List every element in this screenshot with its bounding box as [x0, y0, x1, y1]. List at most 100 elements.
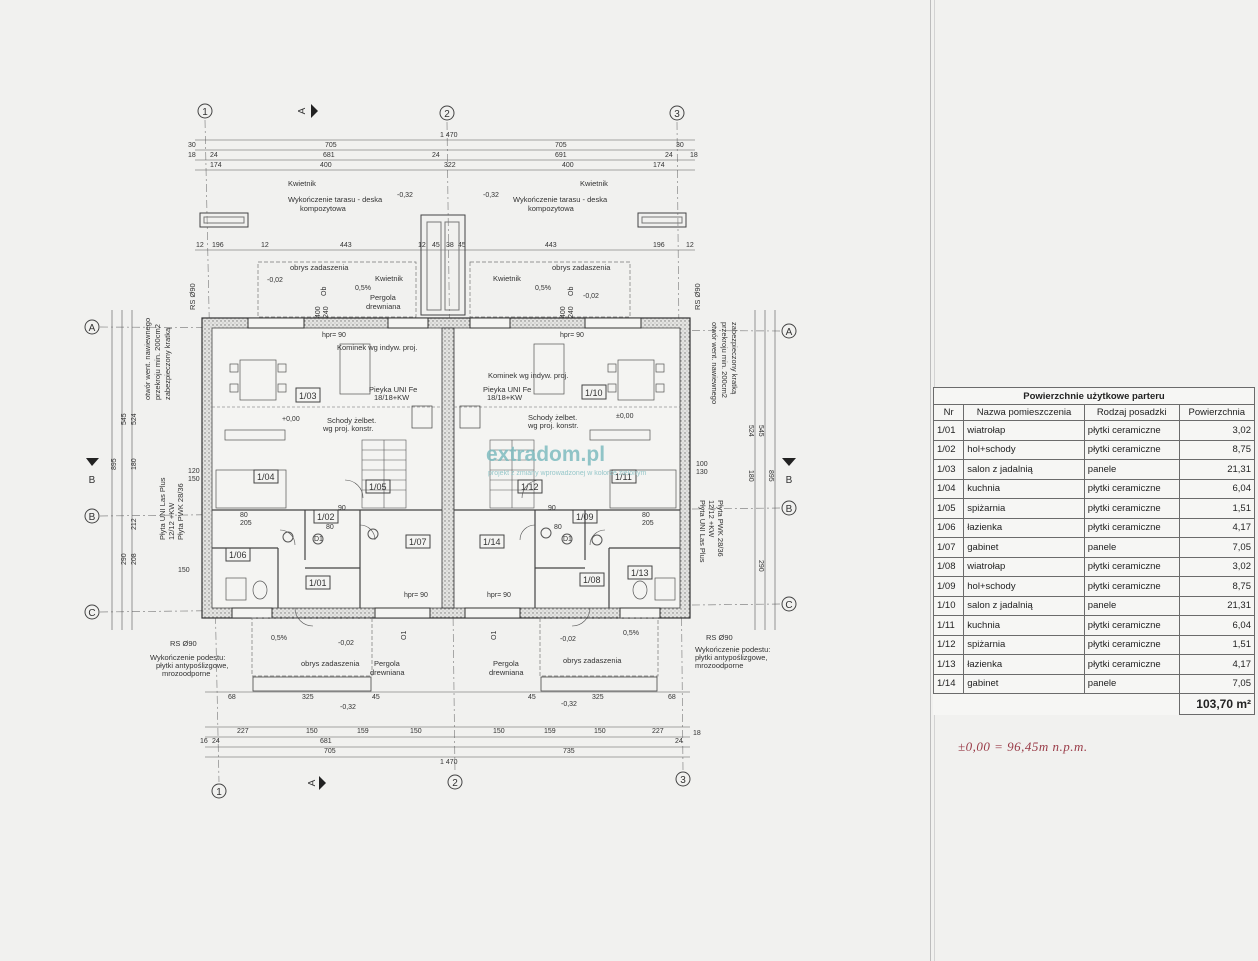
- label-chimney-block: Płyta PWK 28/36: [176, 483, 185, 540]
- floor-type: płytki ceramiczne: [1083, 634, 1180, 655]
- dim-label: 24: [665, 152, 673, 159]
- watermark-logo: extradom.pl: [486, 443, 606, 466]
- elevation-note: ±0,00 = 96,45m n.p.m.: [958, 739, 1088, 754]
- room-number: 1/10: [932, 595, 965, 616]
- label-pergola: Pergola: [493, 659, 520, 668]
- axis-marker-3-bottom: 3: [675, 771, 691, 787]
- axis-label: 3: [680, 775, 686, 786]
- staircase-left: [361, 439, 407, 509]
- label-stairs: wg proj. konstr.: [322, 424, 373, 433]
- window-label: Ob: [568, 287, 575, 296]
- axis-marker-A-left: A: [84, 319, 100, 335]
- axis-label: C: [88, 608, 95, 619]
- section-label: B: [89, 475, 96, 486]
- room-area: 8,75: [1178, 439, 1256, 460]
- dim-label: 159: [357, 728, 369, 735]
- dim-label: 735: [563, 748, 575, 755]
- label-chimney-block: Płyta UNI Las Plus: [698, 500, 707, 563]
- room-number: 1/13: [932, 654, 965, 675]
- dim-label: 174: [210, 162, 222, 169]
- window-label: O1: [401, 631, 408, 640]
- label-canopy-outline: obrys zadaszenia: [301, 659, 360, 668]
- section-marker-A-bottom: A: [307, 776, 326, 790]
- label-terrace-finish: kompozytowa: [528, 204, 575, 213]
- bottom-dimension-lines: [205, 691, 690, 758]
- dim-label: 196: [653, 242, 665, 249]
- room-number: 1/01: [932, 420, 965, 441]
- table-header-cell: Rodzaj posadzki: [1083, 404, 1180, 421]
- label-vent: zabezpieczony kratką: [730, 322, 739, 395]
- window-dim: 240: [323, 306, 330, 318]
- dim-label: 705: [324, 748, 336, 755]
- furniture-dining-right: [607, 359, 665, 401]
- dim-label: 30: [188, 142, 196, 149]
- label-terrace-finish: Wykończenie tarasu - deska: [288, 195, 383, 204]
- room-label-1-03: 1/03: [299, 391, 317, 401]
- label-landing-finish: płytki antypoślizgowe,: [156, 661, 229, 670]
- dim-label: 68: [668, 694, 676, 701]
- room-number: 1/04: [932, 478, 965, 499]
- floor-type: płytki ceramiczne: [1083, 517, 1180, 538]
- level-mark: -0,32: [397, 192, 413, 199]
- door-dim: 80: [240, 512, 248, 519]
- label-stairs: wg proj. konstr.: [527, 421, 578, 430]
- room-label-1-01: 1/01: [309, 578, 327, 588]
- window-label: Ob: [321, 287, 328, 296]
- floor-type: płytki ceramiczne: [1083, 420, 1180, 441]
- porch-outline: [251, 617, 659, 677]
- dim-label: 322: [444, 162, 456, 169]
- label-canopy-outline: obrys zadaszenia: [552, 263, 611, 272]
- room-number: 1/06: [932, 517, 965, 538]
- room-label-1-08: 1/08: [583, 575, 601, 585]
- level-mark: ±0,00: [616, 413, 634, 420]
- center-planter: [420, 214, 466, 316]
- dim-label: 1 470: [440, 132, 458, 139]
- label-sill-height: hpr= 90: [322, 332, 346, 339]
- room-area: 7,05: [1178, 673, 1256, 694]
- planter-left: [199, 212, 249, 228]
- dim-label: 38: [446, 242, 454, 249]
- dim-label: 180: [747, 470, 754, 482]
- label-landing-finish: płytki antypoślizgowe,: [695, 653, 768, 662]
- room-number: 1/02: [932, 439, 965, 460]
- dim-label: 227: [652, 728, 664, 735]
- room-area: 1,51: [1178, 498, 1256, 519]
- dim-label: 180: [131, 458, 138, 470]
- label-vent: przekroju min. 200cm2: [153, 324, 162, 400]
- axis-label: C: [785, 600, 792, 611]
- label-canopy-outline: obrys zadaszenia: [563, 656, 622, 665]
- room-name: łazienka: [963, 654, 1085, 675]
- furniture-sofa: [224, 343, 651, 441]
- room-label-1-09: 1/09: [576, 512, 594, 522]
- label-pergola: drewniana: [489, 668, 524, 677]
- table-title: Powierzchnie użytkowe parteru: [933, 387, 1255, 405]
- dim-label: 45: [432, 242, 440, 249]
- dim-label: 290: [121, 553, 128, 565]
- room-area: 4,17: [1178, 517, 1256, 538]
- door-dim: 90: [338, 505, 346, 512]
- floor-type: płytki ceramiczne: [1083, 498, 1180, 519]
- slope-mark: 0,5%: [355, 285, 371, 292]
- door-dim: 205: [240, 520, 252, 527]
- label-canopy-outline: obrys zadaszenia: [290, 263, 349, 272]
- room-name: wiatrołap: [963, 556, 1085, 577]
- fireplace: [411, 405, 481, 429]
- label-planter: Kwietnik: [493, 274, 521, 283]
- table-total-row: 103,70 m²: [933, 693, 1256, 715]
- room-label-1-11: 1/11: [615, 472, 632, 482]
- dim-label: 681: [323, 152, 335, 159]
- dim-label: 400: [562, 162, 574, 169]
- dim-label: 150: [410, 728, 422, 735]
- dim-label: 16: [200, 738, 208, 745]
- door-label: D1: [314, 536, 323, 543]
- room-area: 8,75: [1178, 576, 1256, 597]
- room-label-1-13: 1/13: [631, 568, 649, 578]
- dim-label: 24: [212, 738, 220, 745]
- label-landing-finish: mrozoodporne: [695, 661, 743, 670]
- axis-label: 2: [444, 109, 450, 120]
- planter-right: [637, 212, 687, 228]
- dim-label: 545: [757, 425, 764, 437]
- dim-label: 290: [757, 560, 764, 572]
